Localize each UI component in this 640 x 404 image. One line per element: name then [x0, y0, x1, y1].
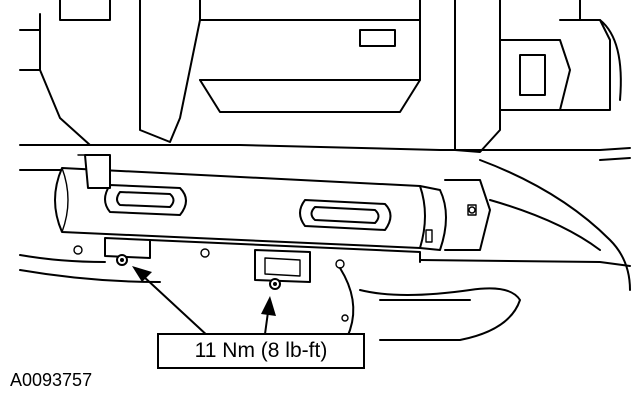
side-bracket	[444, 179, 491, 251]
center-bolt-icon	[269, 278, 281, 290]
torque-callout: 11 Nm (8 lb-ft)	[157, 333, 365, 369]
small-fastener-icon	[73, 245, 349, 322]
canister-body	[54, 167, 447, 251]
undercarriage-contours	[19, 159, 631, 353]
bolts	[73, 245, 349, 322]
center-leader-line	[264, 311, 269, 335]
center-arrowhead-icon	[261, 296, 276, 316]
upper-bracket	[77, 154, 111, 189]
frame-structure	[19, 0, 631, 171]
leader-arrows	[132, 266, 276, 339]
figure-id: A0093757	[10, 370, 93, 390]
mounting-flange	[104, 237, 421, 283]
left-bolt-icon	[116, 254, 128, 266]
torque-label: 11 Nm (8 lb-ft)	[194, 339, 328, 362]
left-leader-line	[142, 275, 211, 339]
left-arrowhead-icon	[132, 266, 152, 282]
